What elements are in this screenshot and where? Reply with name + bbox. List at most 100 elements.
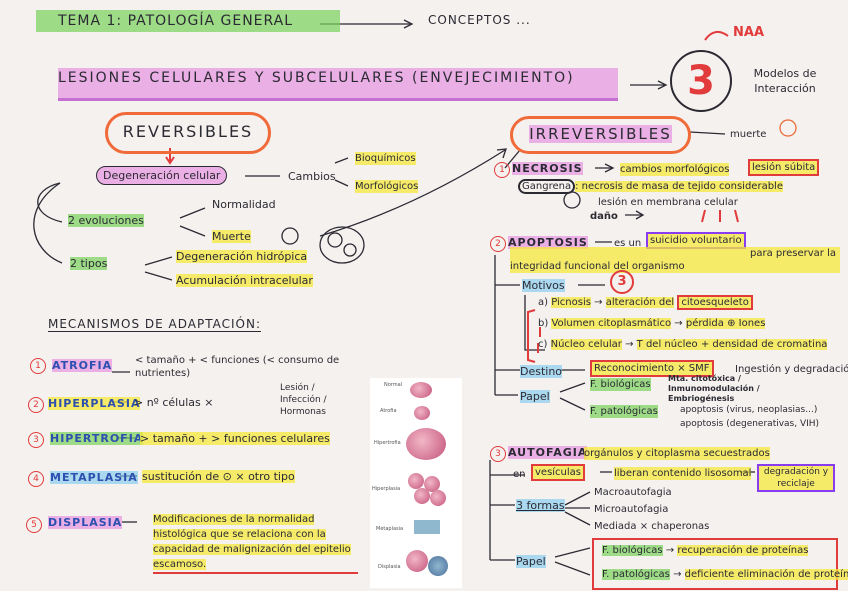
apoptosis-number: 2 bbox=[490, 236, 506, 252]
panel-label: Displasia bbox=[378, 564, 401, 570]
bioquimicos-label: Bioquímicos bbox=[355, 152, 416, 165]
lesion-subita-box: lesión súbita bbox=[748, 159, 820, 176]
topic-title: TEMA 1: PATOLOGÍA GENERAL bbox=[36, 10, 340, 32]
autofagia-number: 3 bbox=[490, 446, 506, 462]
f-pat-autofagia: F. patológicas bbox=[602, 569, 670, 580]
reversibles-cloud: REVERSIBLES bbox=[105, 112, 271, 154]
mech-number: 1 bbox=[30, 358, 46, 374]
hiperplasia-desc: > nº células × bbox=[134, 396, 214, 409]
hipertrofia-cell-image bbox=[406, 428, 446, 460]
chaperonas: Mediada × chaperonas bbox=[594, 521, 710, 532]
motivo-b: b) Volumen citoplasmático → pérdida ⊕ Io… bbox=[538, 318, 766, 329]
destino-label: Destino bbox=[520, 365, 563, 378]
panel-label: Metaplasia bbox=[376, 526, 404, 532]
es-un-label: es un bbox=[614, 238, 642, 249]
metaplasia-cell-image bbox=[414, 520, 440, 534]
en-label: en bbox=[513, 469, 526, 480]
atrofia-label: ATROFIA bbox=[52, 359, 113, 372]
motivo-b-letter: b) bbox=[538, 318, 549, 329]
mrna-functions: Mta. citotóxica / Inmunomodulación / Emb… bbox=[668, 374, 760, 403]
motivos-label: Motivos bbox=[522, 279, 565, 292]
papel-label: Papel bbox=[520, 390, 550, 403]
displasia-cell-image bbox=[428, 556, 448, 576]
f-biologicas-label: F. biológicas bbox=[590, 378, 651, 391]
motivo-c-extra: T del núcleo + densidad de cromatina bbox=[636, 339, 828, 350]
hiperplasia-cell-image bbox=[424, 476, 440, 492]
motivo-a-desc: alteración del bbox=[605, 297, 675, 308]
lesion-membrana: lesión en membrana celular bbox=[598, 197, 738, 208]
gangrena-row: Gangrena: necrosis de masa de tejido con… bbox=[518, 179, 783, 194]
apoptosis-title: APOPTOSIS bbox=[508, 236, 588, 249]
f-bio-row: F. biológicas → recuperación de proteína… bbox=[602, 545, 809, 556]
hiperplasia-cell-image bbox=[430, 490, 446, 506]
normal-cell-image bbox=[410, 382, 432, 398]
autofagia-title: AUTOFAGIA bbox=[508, 446, 588, 459]
displasia-desc-text: Modificaciones de la normalidad histológ… bbox=[153, 514, 351, 570]
motivo-b-name: Volumen citoplasmático bbox=[551, 318, 672, 329]
motivo-c-name: Núcleo celular bbox=[550, 339, 622, 350]
morfologicos-label: Morfológicos bbox=[355, 180, 419, 193]
mecanismos-title: MECANISMOS DE ADAPTACIÓN: bbox=[48, 317, 261, 332]
f-pat-desc: deficiente eliminación de proteínas bbox=[684, 569, 848, 580]
panel-label: Hiperplasia bbox=[372, 486, 401, 492]
hiperplasia-cell-image bbox=[414, 488, 430, 504]
necrosis-cambios: cambios morfológicos bbox=[620, 163, 730, 176]
necrosis-number: 1 bbox=[494, 162, 510, 178]
gangrena-desc: : necrosis de masa de tejido considerabl… bbox=[575, 181, 783, 192]
reconocimiento-box: Reconocimiento × SMF bbox=[590, 360, 714, 377]
number-three: 3 bbox=[687, 58, 715, 104]
macroautofagia: Macroautofagia bbox=[594, 487, 672, 498]
mech-number: 2 bbox=[28, 397, 44, 413]
metaplasia-desc: sustitución de ⊙ × otro tipo bbox=[142, 470, 295, 483]
hipertrofia-label: HIPERTROFIA bbox=[50, 432, 144, 445]
degradacion-box: degradación y reciclaje bbox=[757, 464, 835, 492]
f-patologicas-label: F. patológicas bbox=[590, 405, 658, 418]
acumulacion-label: Acumulación intracelular bbox=[176, 274, 313, 287]
necrosis-title: NECROSIS bbox=[512, 162, 583, 175]
concepts-label: CONCEPTOS ... bbox=[428, 13, 531, 27]
models-label: Modelos de Interacción bbox=[753, 67, 817, 95]
motivo-a-name: Picnosis bbox=[551, 297, 591, 308]
ingestion-label: Ingestión y degradación bbox=[735, 364, 848, 375]
microautofagia: Microautofagia bbox=[594, 504, 669, 515]
gangrena-label: Gangrena bbox=[518, 179, 576, 194]
apoptosis-virus: apoptosis (virus, neoplasias...) bbox=[680, 405, 818, 415]
irreversibles-title: IRREVERSIBLES bbox=[529, 125, 672, 143]
formas-label: 3 formas bbox=[516, 499, 565, 512]
displasia-cell-image bbox=[406, 550, 428, 572]
dano-label: daño bbox=[590, 211, 618, 222]
mech-number: 5 bbox=[26, 517, 42, 533]
atrofia-desc: < tamaño + < funciones (< consumo de nut… bbox=[135, 355, 340, 379]
apoptosis-vih: apoptosis (degenerativas, VIH) bbox=[680, 419, 820, 429]
displasia-label: DISPLASIA bbox=[48, 516, 123, 529]
naa-label: NAA bbox=[733, 25, 765, 40]
adaptation-panel: Normal Atrofia Hipertrofia Hiperplasia M… bbox=[370, 378, 462, 588]
hiperplasia-cell-image bbox=[408, 473, 424, 489]
mech-number: 4 bbox=[28, 471, 44, 487]
organulos-label: orgánulos y citoplasma secuestrados bbox=[584, 447, 770, 460]
vesiculas-box: vesículas bbox=[531, 464, 586, 481]
motivo-c: c) Núcleo celular → T del núcleo + densi… bbox=[538, 339, 828, 350]
number-circle: 3 bbox=[670, 50, 732, 112]
displasia-desc: Modificaciones de la normalidad histológ… bbox=[153, 512, 358, 574]
evoluciones-text: 2 evoluciones bbox=[68, 214, 144, 227]
metaplasia-label: METAPLASIA bbox=[50, 471, 138, 484]
muerte-label: Muerte bbox=[212, 230, 251, 243]
hiperplasia-extra: Lesión / Infección / Hormonas bbox=[280, 383, 327, 417]
hidropica-label: Degeneración hidrópica bbox=[176, 250, 308, 263]
motivo-a-letter: a) bbox=[538, 297, 549, 308]
papel-autofagia-label: Papel bbox=[516, 555, 546, 568]
para-preservar: para preservar la integridad funcional d… bbox=[510, 247, 840, 273]
panel-label: Hipertrofia bbox=[374, 440, 401, 446]
hipertrofia-desc: > tamaño + > funciones celulares bbox=[140, 432, 330, 445]
tipos-label: 2 tipos bbox=[70, 257, 108, 270]
mech-number: 3 bbox=[28, 432, 44, 448]
motivo-a: a) Picnosis → alteración del citoesquele… bbox=[538, 295, 753, 310]
subtitle: LESIONES CELULARES Y SUBCELULARES (ENVEJ… bbox=[58, 68, 618, 101]
motivos-count: 3 bbox=[610, 270, 634, 294]
degeneracion-label: Degeneración celular bbox=[96, 166, 228, 185]
hiperplasia-label: HIPERPLASIA bbox=[48, 397, 141, 410]
liberan-label: liberan contenido lisosomal bbox=[614, 467, 752, 480]
tipos-text: 2 tipos bbox=[70, 257, 108, 270]
